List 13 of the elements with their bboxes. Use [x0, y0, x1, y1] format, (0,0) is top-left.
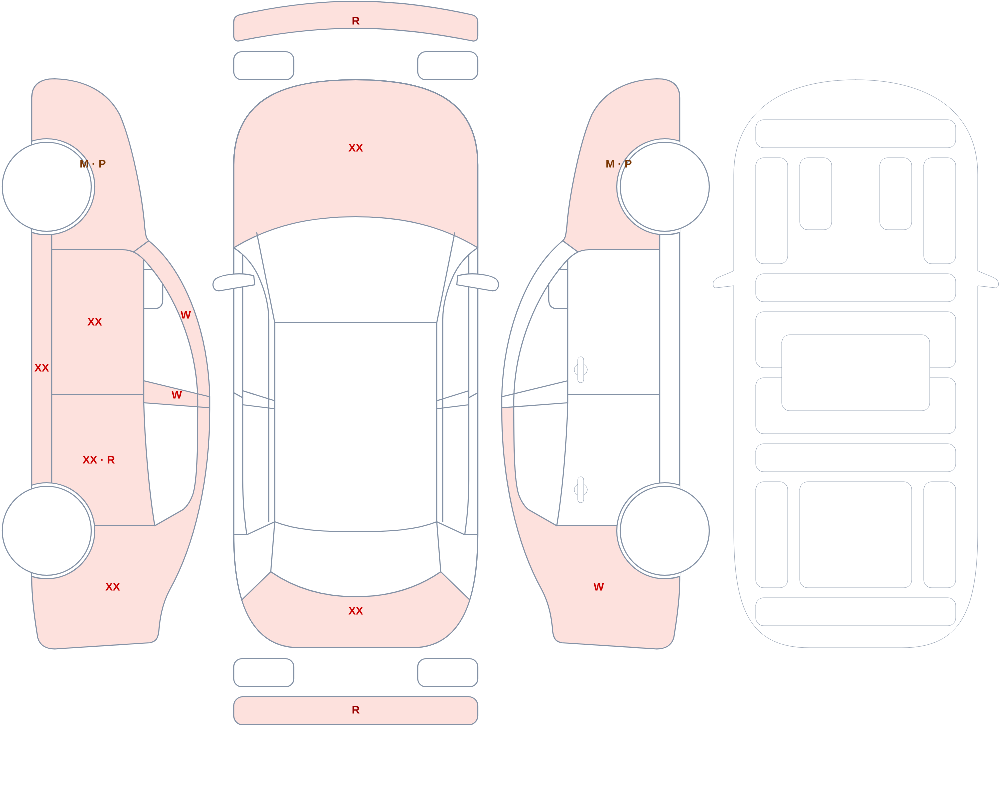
damage-code: R: [352, 17, 360, 25]
damage-code: W: [594, 583, 604, 591]
damage-code: M · P: [80, 160, 106, 168]
damage-code: W: [172, 391, 182, 399]
damage-code: XX: [88, 318, 102, 326]
damage-code: XX: [34, 364, 50, 372]
damage-code: XX · R: [82, 456, 115, 464]
damage-code: M · P: [606, 160, 632, 168]
damage-code: XX: [348, 607, 364, 615]
damage-code: R: [352, 706, 360, 714]
damage-code: XX: [106, 583, 120, 591]
damage-code: XX: [348, 144, 364, 152]
damage-code: W: [180, 311, 192, 319]
